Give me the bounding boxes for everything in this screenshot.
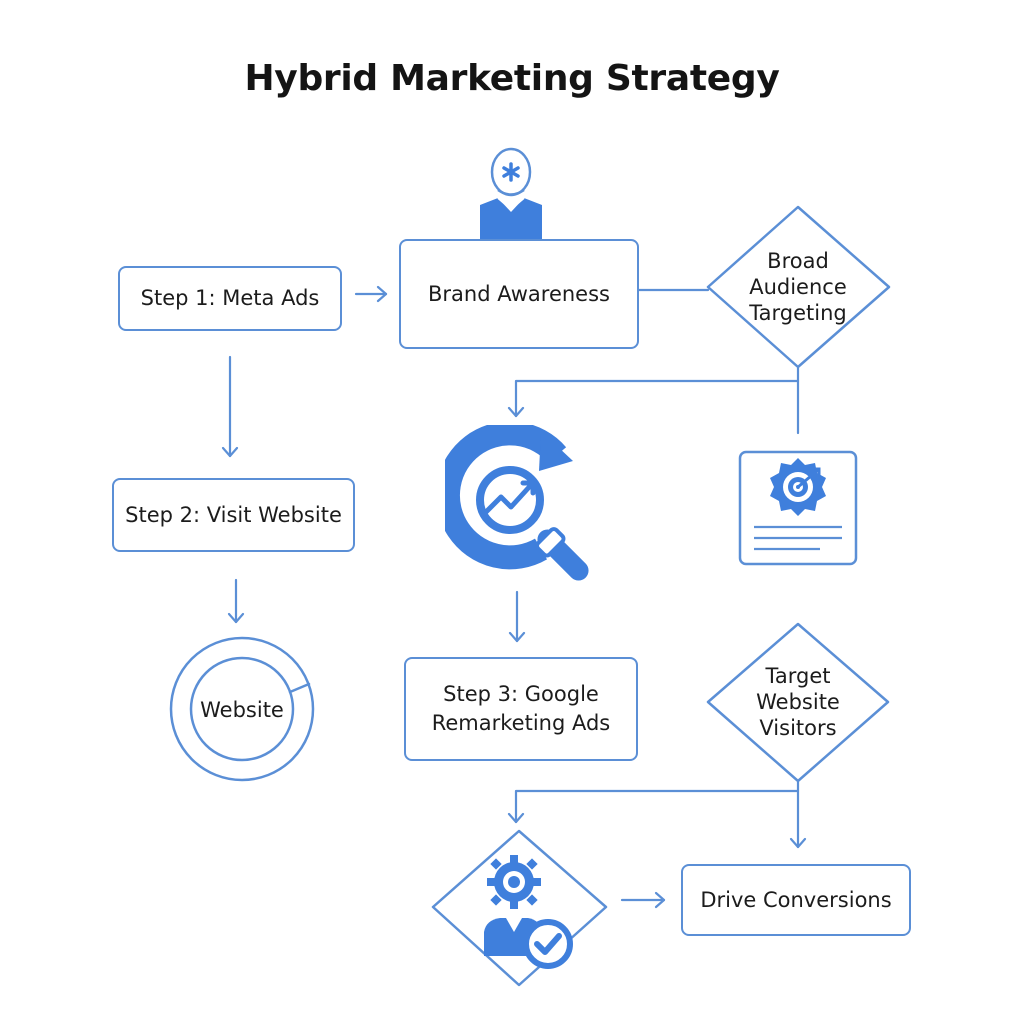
search-growth-icon — [445, 425, 589, 581]
arrow-broad-to-google-icon — [507, 366, 800, 418]
user-gear-diamond-shape — [431, 829, 608, 987]
arrow-step2-to-website — [227, 578, 245, 624]
brand-awareness-box: Brand Awareness — [399, 239, 639, 349]
target-visitors-label: Target Website Visitors — [756, 664, 840, 740]
arrow-target-to-user-gear — [507, 780, 800, 824]
website-outer-ring — [169, 636, 315, 782]
user-asterisk-icon — [480, 147, 542, 239]
step2-visit-website-box: Step 2: Visit Website — [112, 478, 355, 552]
user-gear-check-icon — [484, 855, 573, 969]
target-badge-icon — [738, 450, 858, 566]
step3-label-line2: Remarketing Ads — [431, 711, 611, 735]
arrow-google-icon-to-step3 — [508, 590, 526, 643]
website-label: Website — [200, 698, 284, 722]
step1-meta-ads-box: Step 1: Meta Ads — [118, 266, 342, 331]
diagram-title: Hybrid Marketing Strategy — [244, 58, 780, 99]
drive-conversions-label: Drive Conversions — [700, 887, 892, 912]
broad-audience-label: Broad Audience Targeting — [749, 249, 847, 325]
target-diamond-shape — [706, 622, 890, 783]
broad-diamond-shape — [706, 205, 891, 369]
step2-label: Step 2: Visit Website — [125, 502, 342, 527]
drive-conversions-box: Drive Conversions — [681, 864, 911, 936]
arrow-step1-to-brand — [354, 285, 388, 303]
website-inner-ring — [189, 656, 295, 762]
step3-label-line1: Step 3: Google — [443, 682, 599, 706]
arrow-step1-to-step2 — [221, 355, 239, 458]
brand-awareness-label: Brand Awareness — [428, 281, 610, 306]
step1-label: Step 1: Meta Ads — [140, 286, 320, 310]
arrow-target-to-drive — [789, 789, 807, 849]
arrow-user-gear-to-drive — [620, 891, 666, 909]
step3-google-remarketing-box: Step 3: Google Remarketing Ads — [404, 657, 638, 761]
